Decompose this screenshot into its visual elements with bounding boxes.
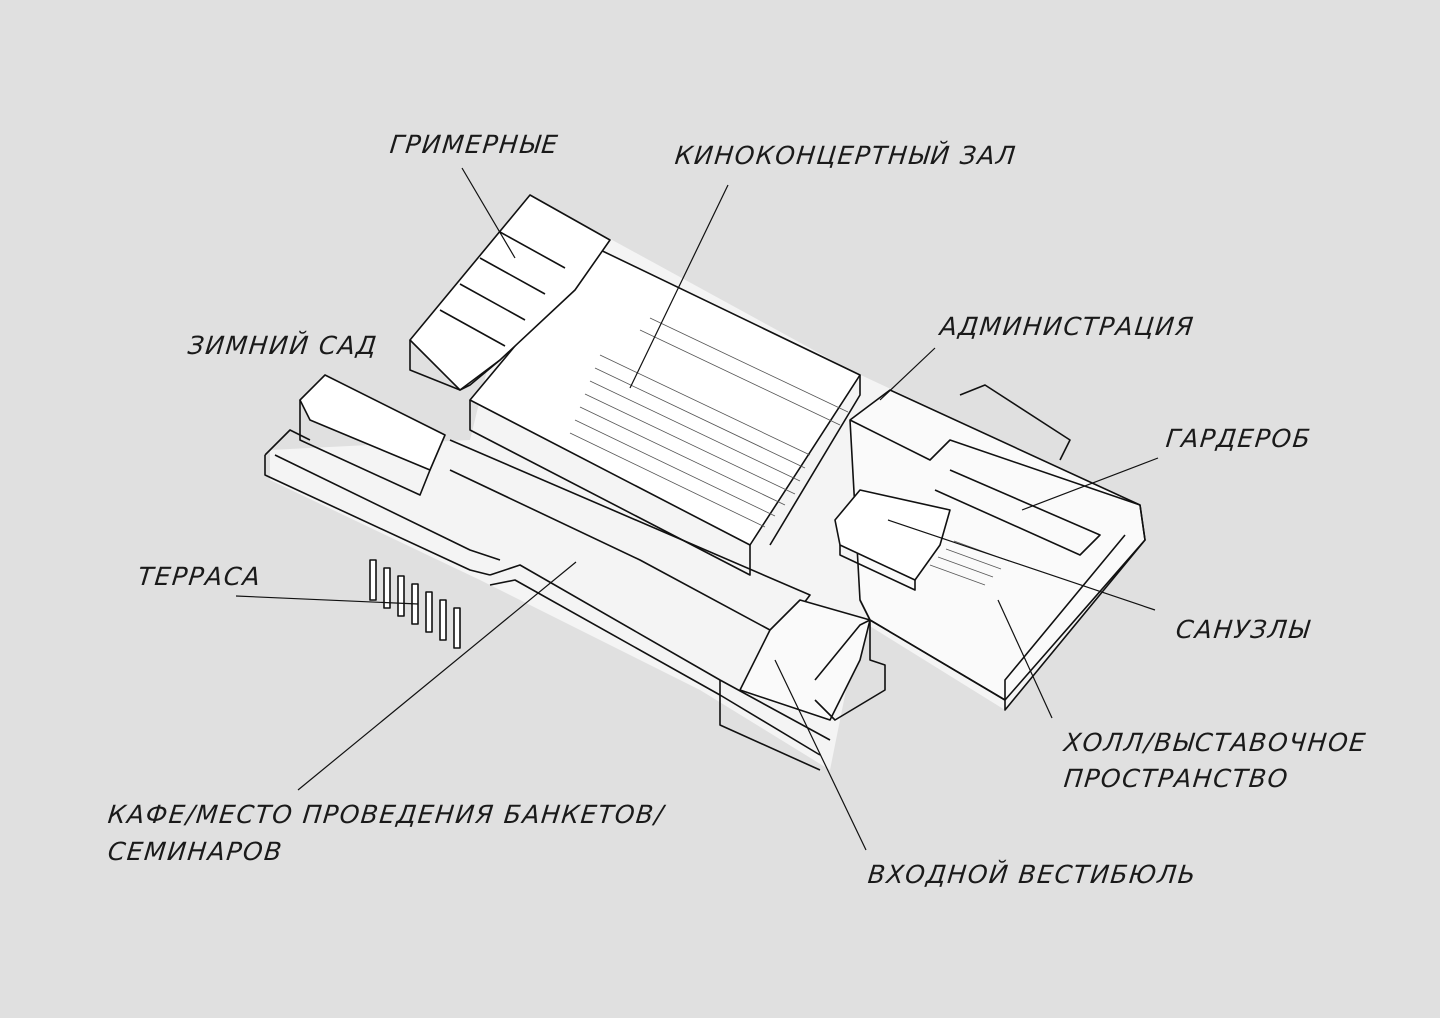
leader-sanuzly (887, 519, 1156, 611)
label-grimernye: ГРИМЕРНЫЕ (388, 130, 561, 159)
dressing-rooms-wall (409, 340, 501, 391)
leader-administratsiya (879, 347, 936, 401)
leader-kinozal (629, 184, 729, 389)
label-administratsiya: АДМИНИСТРАЦИЯ (938, 312, 1196, 341)
wardrobe-counter (934, 469, 1101, 556)
leader-holl (997, 599, 1053, 719)
label-terrasa: ТЕРРАСА (136, 562, 263, 591)
label-garderob: ГАРДЕРОБ (1164, 424, 1313, 453)
foyer-east-wall (1004, 504, 1146, 711)
label-sanuzly: САНУЗЛЫ (1174, 615, 1312, 644)
label-kafe-line2: СЕМИНАРОВ (106, 837, 285, 866)
leader-grimernye (461, 167, 516, 259)
leader-vestibyul (774, 659, 867, 851)
label-kafe-line1: КАФЕ/МЕСТО ПРОВЕДЕНИЯ БАНКЕТОВ/ (106, 800, 667, 829)
foyer-north-wall (849, 419, 1141, 506)
label-vestibyul: ВХОДНОЙ ВЕСТИБЮЛЬ (866, 860, 1199, 889)
admin-glazed-wall (959, 384, 1071, 461)
leader-garderob (1021, 457, 1159, 511)
leader-kafe (297, 561, 577, 791)
terrace-railing (264, 429, 501, 576)
label-zimniy-sad: ЗИМНИЙ САД (186, 331, 380, 360)
cinema-seating (569, 317, 849, 528)
winter-garden-wall (299, 400, 431, 496)
cinema-hall-wall-east (769, 375, 861, 546)
toilet-block-wall (839, 545, 916, 591)
winter-garden-block (299, 374, 446, 471)
label-holl-line2: ПРОСТРАНСТВО (1062, 764, 1291, 793)
label-kinozal: КИНОКОНЦЕРТНЫЙ ЗАЛ (673, 141, 1019, 170)
vestibule-entrance-frame (814, 619, 886, 721)
dressing-room-partitions (439, 231, 566, 347)
label-holl-line1: ХОЛЛ/ВЫСТАВОЧНОЕ (1062, 728, 1369, 757)
leader-lines (235, 167, 1159, 851)
cinema-hall-wall (469, 400, 751, 576)
leader-terrasa (235, 595, 419, 605)
entrance-vestibule (739, 599, 871, 721)
